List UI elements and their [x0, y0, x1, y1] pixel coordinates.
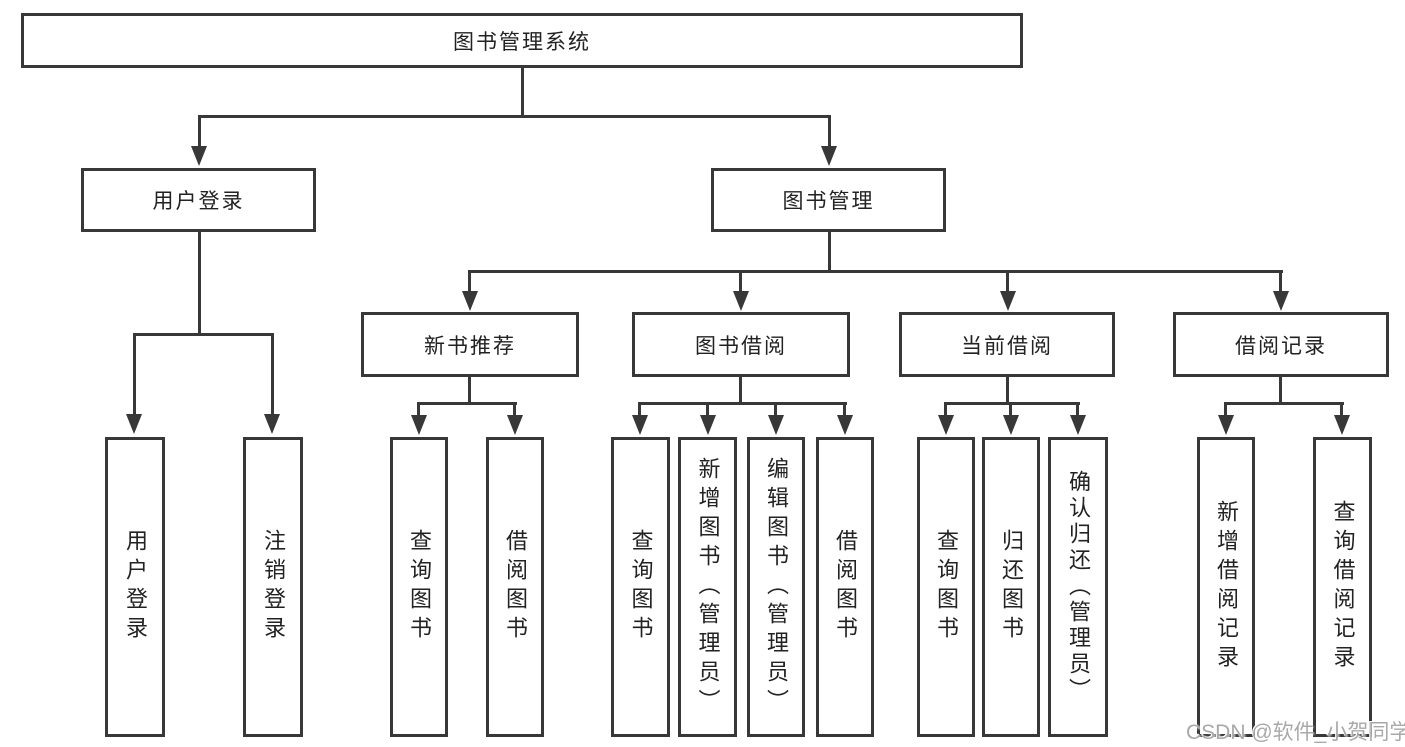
arrow-down-icon	[1003, 415, 1019, 435]
node-book-borrowing-label: 图书借阅	[695, 334, 787, 358]
connector-root-rail	[198, 115, 831, 118]
node-user-login-label: 用户登录	[152, 190, 245, 213]
node-root-label: 图书管理系统	[453, 30, 591, 54]
node-user-login: 用户登录	[81, 168, 316, 232]
leaf-add-books-admin: 新增图书（管理员）	[678, 437, 737, 737]
arrow-down-icon	[126, 414, 142, 434]
leaf-query-borrow-record: 查询借阅记录	[1313, 437, 1372, 737]
connector-stem	[843, 402, 846, 417]
connector-book-mgmt-stem	[828, 232, 831, 273]
leaf-query-books-2-label: 查询图书	[628, 529, 654, 645]
leaf-return-books: 归还图书	[982, 437, 1040, 737]
leaf-query-books-1: 查询图书	[390, 437, 448, 737]
connector-user-login-rail	[133, 333, 274, 336]
node-book-borrowing: 图书借阅	[632, 312, 850, 377]
arrow-down-icon	[1218, 415, 1234, 435]
connector-rail	[1224, 402, 1344, 405]
connector-stem	[1006, 270, 1009, 291]
leaf-logout: 注销登录	[243, 437, 303, 737]
node-current-borrowing-label: 当前借阅	[961, 334, 1053, 358]
connector-root-stem	[521, 68, 524, 118]
arrow-down-icon	[1000, 291, 1016, 311]
node-root: 图书管理系统	[21, 13, 1023, 68]
node-borrowing-records-label: 借阅记录	[1235, 334, 1327, 358]
arrow-down-icon	[1273, 291, 1289, 311]
arrow-down-icon	[462, 291, 478, 311]
arrow-down-icon	[1070, 415, 1086, 435]
leaf-query-books-2: 查询图书	[611, 437, 670, 737]
connector-rail	[638, 402, 847, 405]
connector-stem	[1006, 376, 1009, 405]
arrow-down-icon	[733, 291, 749, 311]
connector-stem	[198, 115, 201, 148]
connector-stem	[1279, 376, 1282, 405]
connector-stem	[1224, 402, 1227, 417]
connector-stem	[1009, 402, 1012, 417]
connector-stem	[739, 376, 742, 405]
arrow-down-icon	[632, 415, 648, 435]
connector-user-login-stem	[198, 232, 201, 336]
arrow-down-icon	[1334, 415, 1350, 435]
connector-rail	[417, 402, 517, 405]
connector-stem	[513, 402, 516, 417]
connector-stem	[1340, 402, 1343, 417]
connector-stem	[417, 402, 420, 417]
leaf-query-books-3-label: 查询图书	[934, 529, 959, 645]
leaf-borrow-books-1-label: 借阅图书	[503, 529, 528, 645]
leaf-borrow-books-1: 借阅图书	[486, 437, 544, 737]
leaf-borrow-books-2-label: 借阅图书	[833, 529, 858, 645]
leaf-confirm-return-admin: 确认归还（管理员）	[1048, 437, 1108, 737]
leaf-logout-label: 注销登录	[261, 529, 286, 645]
node-current-borrowing: 当前借阅	[899, 312, 1115, 377]
connector-stem	[739, 270, 742, 291]
leaf-add-books-admin-label: 新增图书（管理员）	[695, 456, 721, 718]
connector-stem	[828, 115, 831, 148]
leaf-edit-books-admin: 编辑图书（管理员）	[747, 437, 805, 737]
connector-stem	[706, 402, 709, 417]
leaf-user-login-label: 用户登录	[123, 529, 148, 645]
arrow-down-icon	[264, 414, 280, 434]
node-borrowing-records: 借阅记录	[1173, 312, 1389, 377]
arrow-down-icon	[837, 415, 853, 435]
leaf-edit-books-admin-label: 编辑图书（管理员）	[764, 456, 789, 718]
connector-stem	[944, 402, 947, 417]
node-book-management-label: 图书管理	[782, 190, 875, 213]
arrow-down-icon	[191, 146, 207, 166]
leaf-borrow-books-2: 借阅图书	[816, 437, 874, 737]
connector-book-mgmt-rail	[468, 270, 1283, 273]
connector-stem	[638, 402, 641, 417]
leaf-query-borrow-record-label: 查询借阅记录	[1330, 500, 1356, 674]
connector-stem	[1279, 270, 1282, 291]
arrow-down-icon	[821, 146, 837, 166]
node-book-management: 图书管理	[711, 168, 946, 232]
connector-stem	[468, 270, 471, 291]
watermark: CSDN @软件_小贺同学	[1186, 721, 1405, 744]
leaf-confirm-return-admin-label: 确认归还（管理员）	[1066, 470, 1091, 704]
connector-rail	[944, 402, 1080, 405]
connector-stem	[468, 376, 471, 405]
leaf-add-borrow-record: 新增借阅记录	[1197, 437, 1255, 737]
connector-stem	[1076, 402, 1079, 417]
arrow-down-icon	[700, 415, 716, 435]
node-new-book-recommend: 新书推荐	[361, 312, 579, 377]
arrow-down-icon	[411, 415, 427, 435]
arrow-down-icon	[768, 415, 784, 435]
node-new-book-recommend-label: 新书推荐	[424, 334, 516, 358]
leaf-query-books-3: 查询图书	[917, 437, 975, 737]
leaf-query-books-1-label: 查询图书	[407, 529, 432, 645]
leaf-add-borrow-record-label: 新增借阅记录	[1214, 500, 1239, 674]
arrow-down-icon	[507, 415, 523, 435]
leaf-return-books-label: 归还图书	[999, 529, 1024, 645]
connector-stem	[774, 402, 777, 417]
arrow-down-icon	[938, 415, 954, 435]
connector-stem	[133, 333, 136, 414]
connector-stem	[271, 333, 274, 414]
leaf-user-login: 用户登录	[105, 437, 165, 737]
